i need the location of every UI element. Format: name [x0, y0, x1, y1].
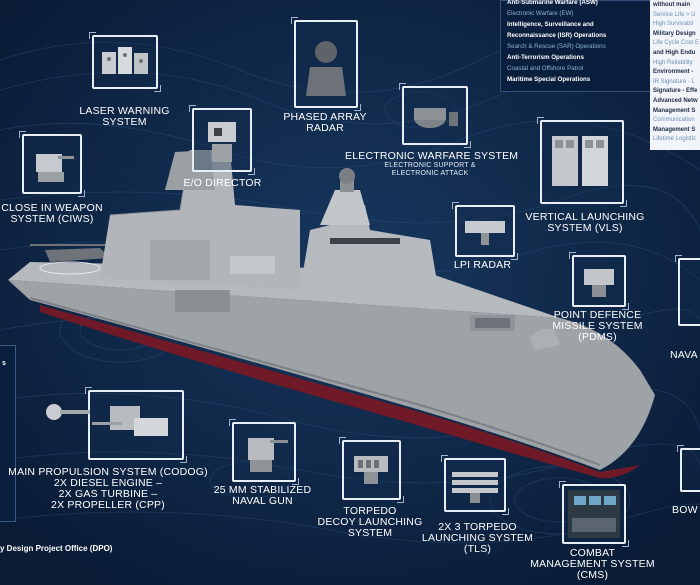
- torpedo-decoy-icon: [354, 456, 388, 484]
- propeller-icon: [46, 404, 90, 420]
- footer-credit: y Design Project Office (DPO): [0, 544, 113, 553]
- naval-partial-box: [675, 255, 700, 326]
- design-item: Lifetime Logistic: [653, 136, 697, 143]
- ew-system-sublabel: ELECTRONIC SUPPORT & ELECTRONIC ATTACK: [384, 162, 476, 177]
- eo-director-label: E/O DIRECTOR: [183, 177, 262, 189]
- propulsion-icon: [92, 406, 168, 436]
- helicopter: [30, 244, 140, 262]
- design-item: Advanced Netw: [653, 98, 698, 104]
- design-item: Environment -: [653, 69, 694, 76]
- naval-gun-icon: [248, 438, 288, 472]
- torpedo-decoy-label: TORPEDO DECOY LAUNCHING SYSTEM: [317, 505, 423, 539]
- design-item: Management S: [653, 107, 696, 114]
- ciws-icon: [36, 154, 74, 182]
- eo-director-box: [189, 105, 255, 175]
- design-item: High Reliability: [653, 59, 693, 66]
- torpedo-decoy-box: [339, 437, 404, 503]
- mission-item: Intelligence, Surveillance and: [507, 21, 594, 28]
- phased-array-radar-box: [291, 17, 361, 111]
- vls-label: VERTICAL LAUNCHING SYSTEM (VLS): [525, 211, 645, 234]
- design-item: Military Design: [653, 30, 696, 37]
- design-item: Life Cycle Cost E: [653, 40, 700, 47]
- naval-gun-label: 25 MM STABILIZED NAVAL GUN: [213, 484, 312, 507]
- propulsion-box: [85, 387, 187, 463]
- forward-superstructure: [300, 205, 440, 300]
- design-item: Communication: [653, 117, 695, 124]
- mission-item: Search & Rescue (SAR) Operations: [507, 43, 606, 50]
- design-item: IR Signature - L: [653, 78, 696, 85]
- phased-array-radar-icon: [306, 41, 346, 96]
- pdms-label: POINT DEFENCE MISSILE SYSTEM (PDMS): [552, 309, 643, 343]
- phased-array-label: PHASED ARRAY RADAR: [283, 111, 367, 134]
- tls-label: 2X 3 TORPEDO LAUNCHING SYSTEM (TLS): [421, 521, 534, 555]
- ew-system-label: ELECTRONIC WARFARE SYSTEM: [345, 150, 519, 162]
- eo-director-icon: [208, 122, 236, 162]
- ciws-label: CLOSE IN WEAPON SYSTEM (CIWS): [1, 202, 103, 225]
- mission-item: Maritime Special Operations: [507, 76, 591, 83]
- pdms-box: [569, 252, 629, 310]
- cms-box: [559, 481, 629, 547]
- cms-label: COMBAT MANAGEMENT SYSTEM (CMS): [530, 547, 655, 581]
- bow-partial-box: [677, 445, 700, 492]
- ciws-box: [19, 131, 85, 197]
- mission-item: Anti-Terrorism Operations: [507, 54, 584, 61]
- design-item: Service Life > U: [653, 11, 696, 18]
- design-item: Signature - Effe: [653, 88, 698, 95]
- mission-item: Coastal and Offshore Patrol: [507, 65, 584, 72]
- mission-item: Anti-Submarine Warfare (ASW): [507, 0, 598, 6]
- tls-box: [441, 455, 509, 515]
- design-item: without main: [653, 2, 690, 8]
- naval-partial-label: NAVA: [670, 349, 698, 361]
- left-info-panel: s: [0, 345, 16, 522]
- naval-gun-box: [229, 419, 299, 485]
- ew-system-box: [399, 83, 471, 148]
- design-item: and High Endu: [653, 50, 696, 56]
- vls-box: [537, 117, 627, 207]
- mission-item: Electronic Warfare (EW): [507, 10, 574, 17]
- laser-warning-icon: [102, 47, 148, 74]
- design-item: Management S: [653, 126, 696, 133]
- mission-capabilities-panel: Anti-Submarine Warfare (ASW) Electronic W…: [500, 0, 652, 92]
- bow-partial-label: BOW: [672, 504, 698, 516]
- laser-warning-label: LASER WARNING SYSTEM: [79, 105, 170, 128]
- left-panel-mark: s: [2, 360, 6, 367]
- vls-icon: [552, 136, 608, 186]
- ew-system-icon: [414, 108, 458, 128]
- lpi-radar-box: [452, 202, 518, 260]
- lpi-radar-label: LPI RADAR: [453, 259, 512, 271]
- cms-icon: [568, 490, 620, 538]
- design-item: High Survivabil: [653, 21, 694, 28]
- pdms-icon: [584, 269, 614, 297]
- propulsion-label: MAIN PROPULSION SYSTEM (CODOG) 2X DIESEL…: [8, 466, 208, 511]
- laser-warning-system-box: [89, 32, 161, 92]
- ship-antifouling: [40, 305, 640, 479]
- mission-item: Reconnaissance (ISR) Operations: [507, 32, 607, 39]
- tls-icon: [452, 472, 498, 503]
- lpi-radar-icon: [465, 221, 505, 245]
